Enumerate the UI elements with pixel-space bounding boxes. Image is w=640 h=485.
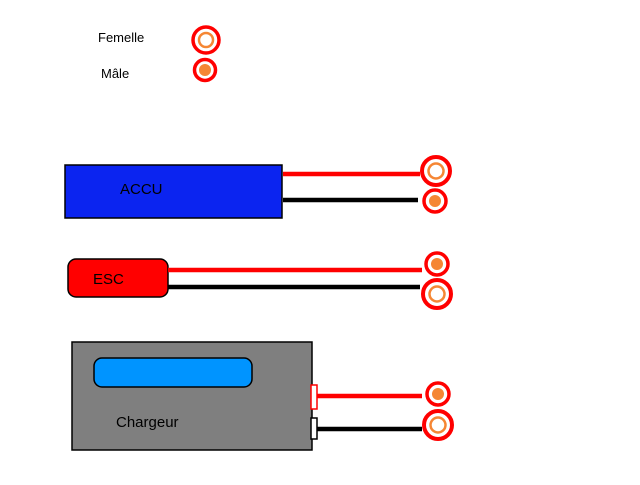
esc-box <box>67 258 169 298</box>
esc-label: ESC <box>93 271 124 288</box>
accu-female-connector-icon <box>420 155 452 187</box>
charger-positive-port <box>310 384 318 410</box>
accu-assembly: ACCU <box>64 155 452 219</box>
legend-female-connector-icon <box>191 25 221 55</box>
accu-label: ACCU <box>120 181 163 198</box>
esc-assembly: ESC <box>67 251 453 310</box>
legend-female-label: Femelle <box>98 30 144 45</box>
esc-male-connector-icon <box>424 251 450 277</box>
legend-male-label: Mâle <box>101 66 129 81</box>
accu-box <box>64 164 283 219</box>
legend-male-connector-icon <box>192 57 218 83</box>
charger-negative-port <box>310 417 318 440</box>
legend: Femelle Mâle <box>98 25 221 83</box>
charger-male-connector-icon <box>425 381 451 407</box>
accu-male-connector-icon <box>422 188 448 214</box>
charger-assembly: Chargeur <box>71 341 454 451</box>
esc-female-connector-icon <box>421 278 453 310</box>
charger-display <box>93 357 253 388</box>
charger-female-connector-icon <box>422 409 454 441</box>
charger-label: Chargeur <box>116 414 179 431</box>
